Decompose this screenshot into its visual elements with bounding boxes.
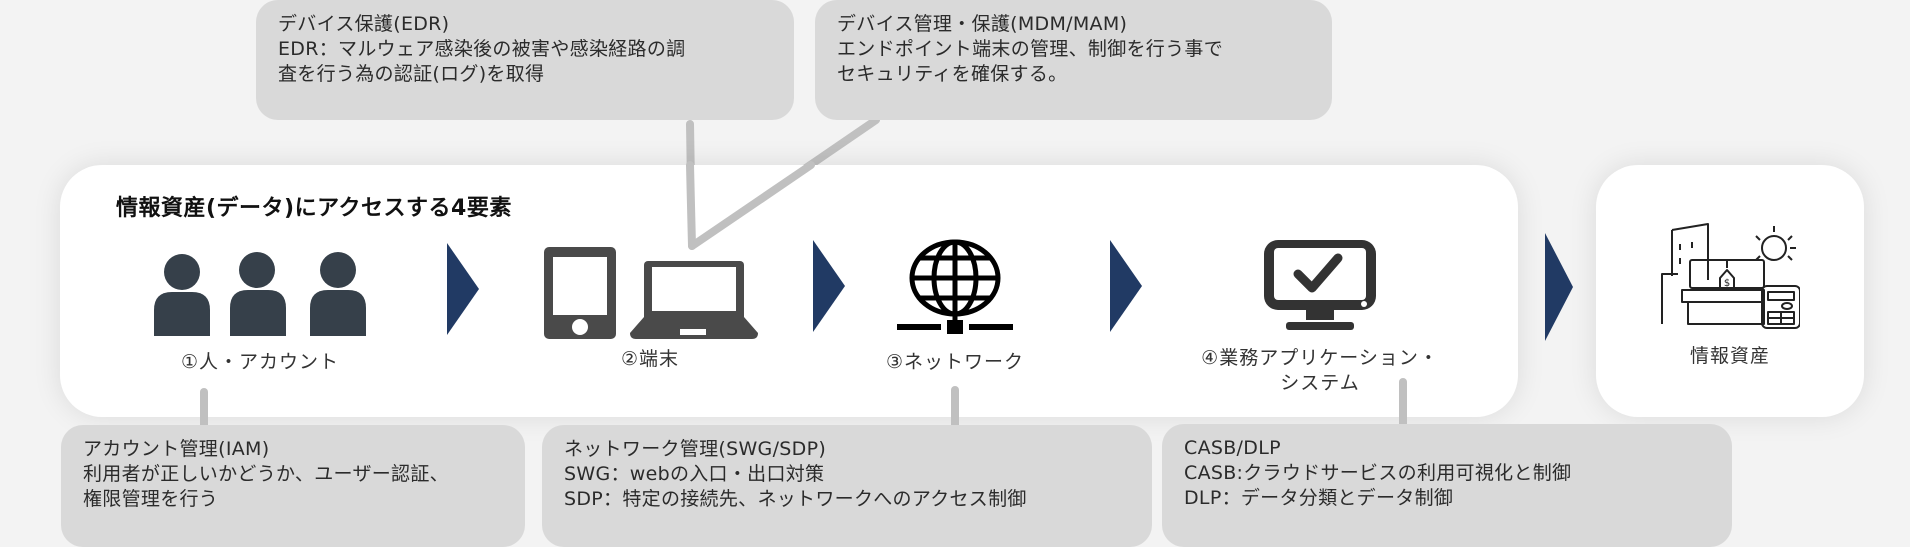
flow-arrow-4 <box>1545 233 1573 341</box>
callout-line: CASB:クラウドサービスの利用可視化と制御 <box>1184 462 1572 484</box>
callout-network: ネットワーク管理(SWG/SDP) SWG：webの入口・出口対策 SDP：特定… <box>542 425 1152 547</box>
callout-heading: CASB/DLP <box>1184 437 1281 459</box>
callout-heading: ネットワーク管理(SWG/SDP) <box>564 438 827 460</box>
element-label: ②端末 <box>620 348 680 370</box>
callout-line: 利用者が正しいかどうか、ユーザー認証、 <box>83 463 449 485</box>
callout-mdm: デバイス管理・保護(MDM/MAM) エンドポイント端末の管理、制御を行う事で … <box>815 0 1332 120</box>
callout-edr: デバイス保護(EDR) EDR：マルウェア感染後の被害や感染経路の調 査を行う為… <box>256 0 794 120</box>
monitor-check-icon <box>1264 240 1376 330</box>
element-people-account: ①人・アカウント <box>140 248 380 375</box>
callout-casb-dlp: CASB/DLP CASB:クラウドサービスの利用可視化と制御 DLP：データ分… <box>1162 424 1732 547</box>
callout-heading: デバイス管理・保護(MDM/MAM) <box>837 13 1128 35</box>
callout-line: 権限管理を行う <box>83 488 219 510</box>
element-label: ①人・アカウント <box>180 351 340 373</box>
callout-line: EDR：マルウェア感染後の被害や感染経路の調 <box>278 38 686 60</box>
callout-line: 査を行う為の認証(ログ)を取得 <box>278 63 545 85</box>
panel-title: 情報資産(データ)にアクセスする4要素 <box>116 196 512 221</box>
flow-arrow-1 <box>447 243 479 335</box>
svg-text:$: $ <box>1724 278 1730 289</box>
callout-line: セキュリティを確保する。 <box>837 63 1068 85</box>
element-label: ③ネットワーク <box>885 351 1025 373</box>
callout-line: SDP：特定の接続先、ネットワークへのアクセス制御 <box>564 488 1027 510</box>
element-network: ③ネットワーク <box>860 238 1050 375</box>
callout-line: DLP：データ分類とデータ制御 <box>1184 487 1454 509</box>
element-business-application: ④業務アプリケーション・ システム <box>1170 240 1470 396</box>
flow-arrow-3 <box>1110 240 1142 332</box>
tablet-laptop-icon <box>544 247 758 339</box>
globe-network-icon <box>897 239 1013 334</box>
business-assets-icon: $ <box>1661 223 1800 329</box>
callout-line: エンドポイント端末の管理、制御を行う事で <box>837 38 1224 60</box>
callout-heading: アカウント管理(IAM) <box>83 438 270 460</box>
element-information-assets: $ 情報資産 <box>1596 220 1864 369</box>
callout-line: SWG：webの入口・出口対策 <box>564 463 825 485</box>
element-label: ④業務アプリケーション・ <box>1201 347 1439 369</box>
element-device: ②端末 <box>540 247 760 372</box>
flow-arrow-2 <box>813 240 845 332</box>
people-icon <box>154 252 366 336</box>
element-label: システム <box>1280 372 1360 394</box>
callout-heading: デバイス保護(EDR) <box>278 13 450 35</box>
callout-iam: アカウント管理(IAM) 利用者が正しいかどうか、ユーザー認証、 権限管理を行う <box>61 425 525 547</box>
information-assets-label: 情報資産 <box>1689 345 1770 367</box>
